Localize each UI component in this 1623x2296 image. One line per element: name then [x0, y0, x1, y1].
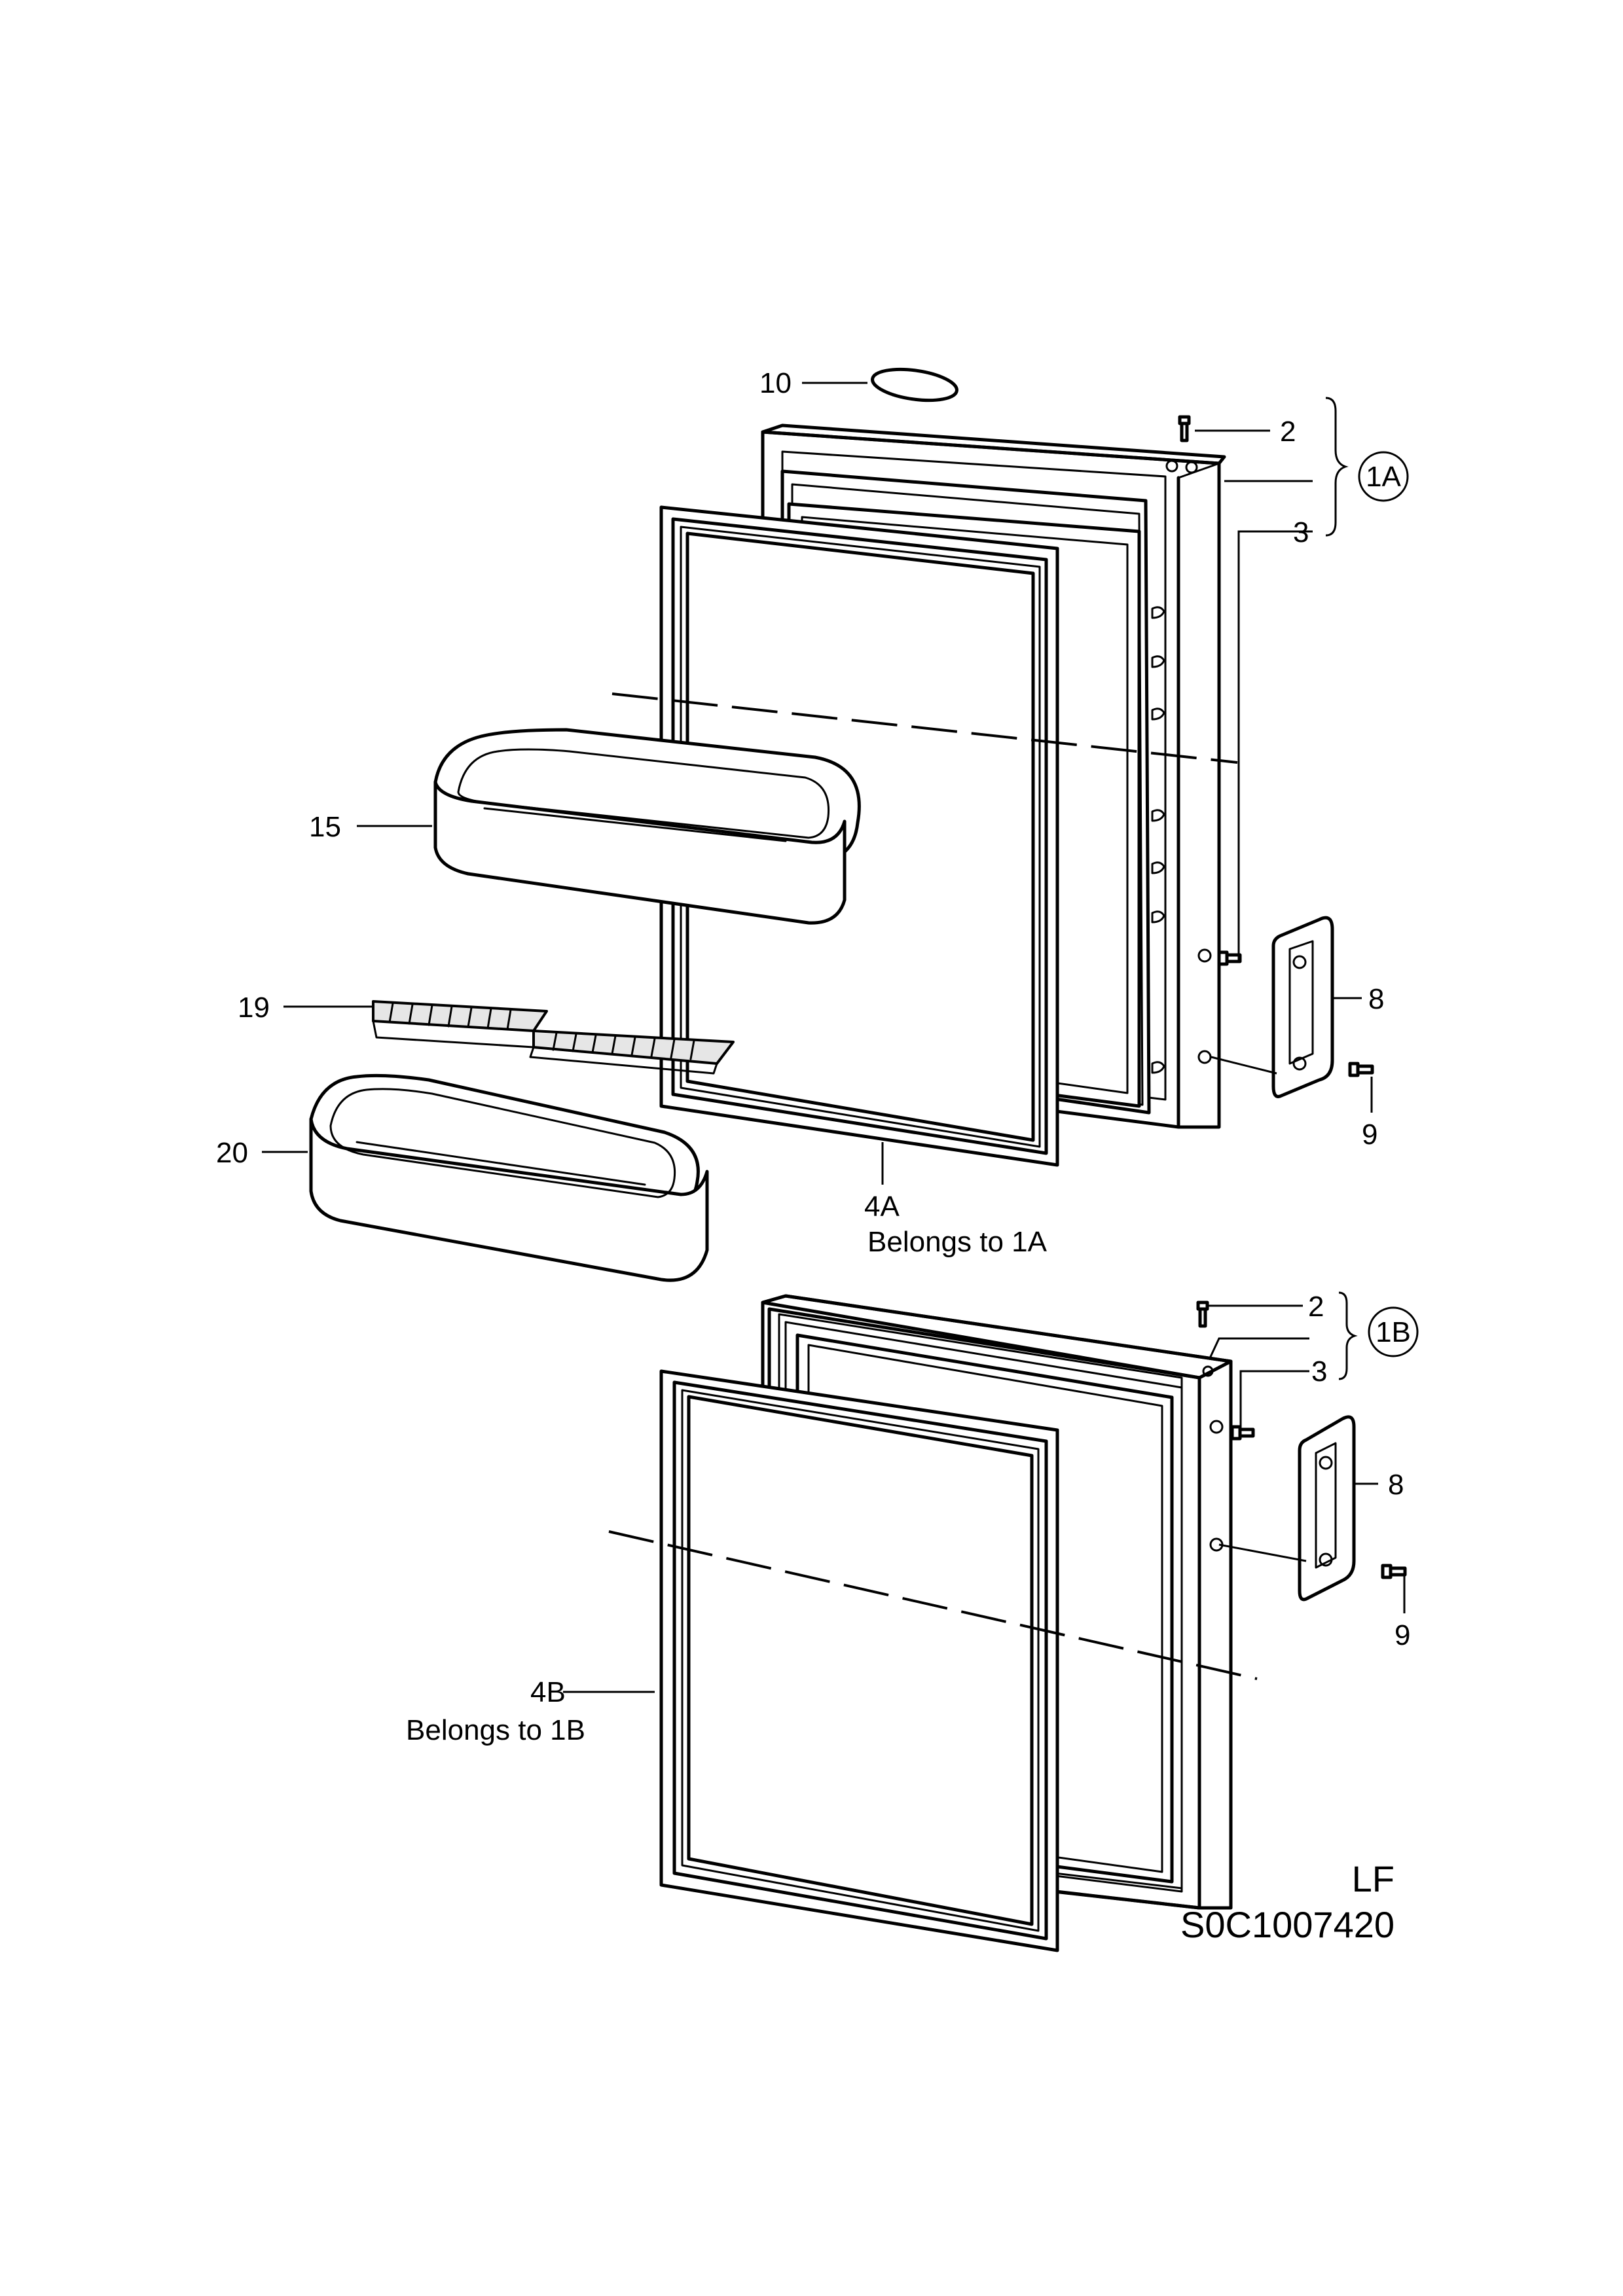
screw-9-upper — [1348, 1062, 1374, 1077]
label-part-9-lower: 9 — [1395, 1619, 1410, 1651]
cover-10 — [871, 367, 958, 403]
handle-8-lower — [1298, 1415, 1356, 1602]
assembly-badge-1a — [1358, 451, 1409, 502]
label-part-19: 19 — [238, 992, 270, 1024]
label-part-3-upper: 3 — [1293, 516, 1309, 548]
axis-line-lower — [608, 1530, 1258, 1680]
bottle-shelf-20 — [309, 1073, 709, 1282]
label-part-20: 20 — [216, 1137, 248, 1169]
label-assembly-1a: 1A — [1366, 461, 1401, 493]
handle-8-upper — [1271, 916, 1334, 1098]
footer-variant: LF — [1352, 1858, 1395, 1899]
label-part-2-lower: 2 — [1308, 1291, 1324, 1323]
leader-lines — [262, 382, 1406, 1693]
gasket-4b — [659, 1369, 1059, 1952]
shelf-clips — [1151, 606, 1165, 1074]
label-part-10: 10 — [759, 367, 792, 399]
label-part-4a: 4A — [864, 1191, 900, 1223]
label-part-15: 15 — [309, 811, 341, 843]
label-part-8-lower: 8 — [1388, 1469, 1404, 1501]
label-part-4b: 4B — [530, 1676, 566, 1708]
label-part-8-upper: 8 — [1368, 983, 1384, 1015]
label-part-9-upper: 9 — [1362, 1119, 1377, 1151]
screw-2-lower — [1196, 1300, 1209, 1328]
axis-line-upper — [611, 692, 1238, 764]
assembly-badge-1b — [1368, 1306, 1419, 1357]
label-part-2-upper: 2 — [1280, 416, 1296, 448]
footer-drawing-number: S0C1007420 — [1180, 1904, 1395, 1945]
bottle-rack-19 — [372, 1000, 735, 1075]
screw-3-lower — [1230, 1425, 1255, 1441]
gasket-4a — [659, 505, 1059, 1167]
label-part-4b-note: Belongs to 1B — [406, 1714, 585, 1746]
label-assembly-1b: 1B — [1376, 1316, 1411, 1348]
screw-2-upper — [1178, 415, 1191, 442]
label-part-3-lower: 3 — [1311, 1355, 1327, 1388]
door-shelf-15 — [433, 728, 861, 925]
screw-3-upper — [1217, 950, 1242, 966]
screw-9-lower — [1381, 1564, 1407, 1579]
label-part-4a-note: Belongs to 1A — [867, 1226, 1048, 1258]
